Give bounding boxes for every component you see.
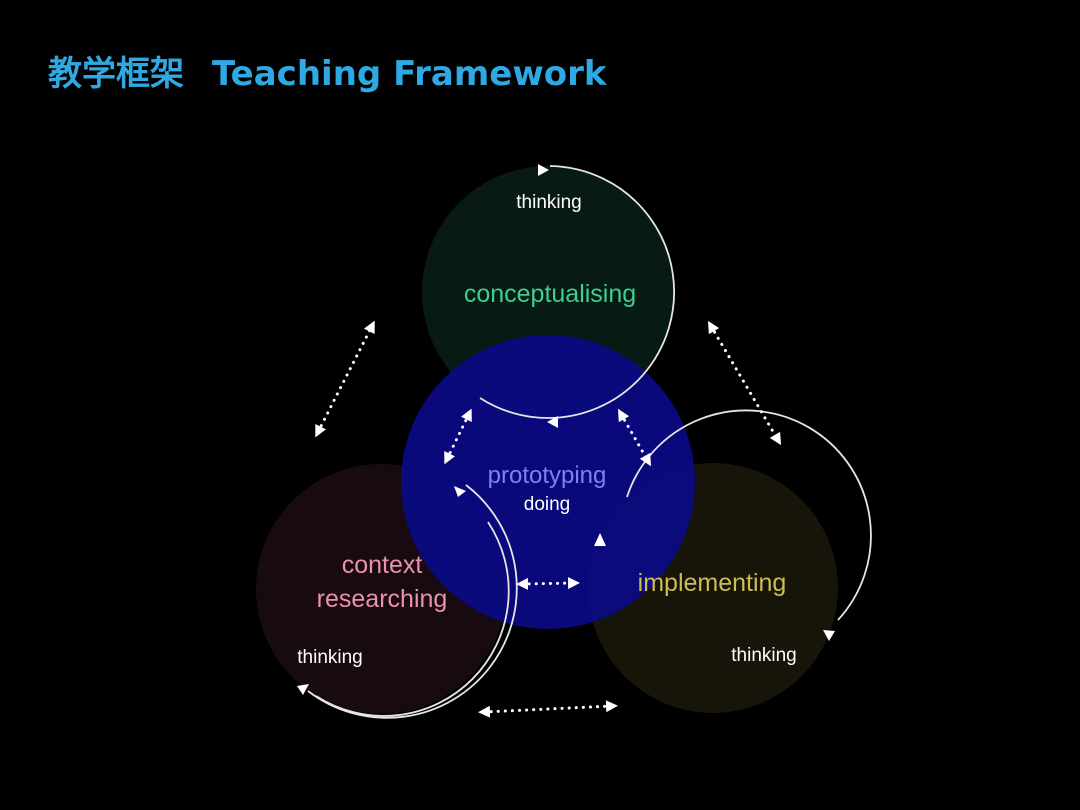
conceptualising-label: conceptualising: [464, 280, 636, 308]
top-circle-arrowhead: [538, 164, 549, 176]
connector-center-to-top-right: [618, 408, 651, 467]
prototyping-label: prototyping: [488, 462, 607, 489]
context-researching-label-line1: context: [342, 551, 423, 579]
conceptualising-circle-outline: [479, 165, 675, 419]
connector-center-to-top-left: [444, 408, 472, 465]
right-circle-inner-arrowhead: [594, 533, 606, 546]
left-circle-arrowhead: [297, 684, 309, 695]
right-circle-arrowhead: [823, 630, 835, 641]
top-circle-return-arrowhead: [547, 416, 558, 428]
slide-title: 教学框架 Teaching Framework: [48, 54, 607, 94]
context-researching-circle-outline-lower: [315, 521, 510, 717]
context-researching-label-line2: researching: [317, 585, 448, 613]
context-researching-sublabel: thinking: [297, 647, 363, 668]
implementing-circle-outline: [626, 409, 872, 621]
prototyping-circle-fill: [401, 335, 695, 629]
connector-center-bottom: [516, 577, 580, 590]
prototyping-sublabel: doing: [524, 494, 571, 515]
connector-left-to-top: [315, 320, 375, 438]
left-circle-inner-arrowhead: [454, 486, 466, 497]
connector-top-to-right: [707, 320, 782, 446]
slide-title-chinese: 教学框架: [48, 54, 184, 94]
conceptualising-sublabel: thinking: [516, 192, 582, 213]
context-researching-circle-outline: [307, 484, 518, 719]
implementing-sublabel: thinking: [731, 645, 797, 666]
connector-left-to-right-bottom: [478, 700, 618, 718]
implementing-label: implementing: [638, 569, 787, 597]
slide-title-english: Teaching Framework: [212, 54, 607, 94]
